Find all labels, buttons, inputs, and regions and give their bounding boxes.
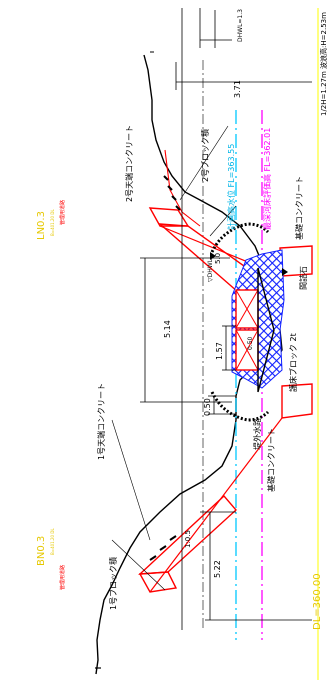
right-stone-label: 間詰石 — [298, 266, 308, 290]
right-revetment-label: 護床ブロック 2t — [288, 333, 298, 392]
left-base-concrete — [281, 383, 313, 419]
bed-triangle — [282, 268, 288, 276]
dhwl-label: DHWL=1.3 — [237, 9, 244, 42]
right-block-label: 2号ブロック積 — [200, 129, 210, 182]
leader-right-block — [209, 205, 237, 237]
dim-371 — [175, 62, 312, 90]
dim-500-label: 5.0 — [214, 253, 222, 264]
dim-514-label: 5.14 — [163, 320, 172, 338]
left-top-concrete-label: 1号天端コンクリート — [96, 383, 106, 460]
block-face-ticks-top — [163, 175, 181, 211]
left-block-label: 1号ブロック積 — [108, 557, 118, 610]
right-slope-line — [164, 149, 201, 227]
right-top-concrete-label: 2号天端コンクリート — [124, 125, 134, 202]
dim-157 — [222, 325, 236, 371]
dim-522 — [200, 511, 312, 621]
dim-522-label: 5.22 — [213, 560, 222, 578]
leader-left-top — [111, 419, 151, 541]
design-flood-label: 計画高水位 FL=363.55 — [226, 144, 236, 230]
leader-left-block — [111, 539, 166, 591]
left-wall-face — [149, 417, 283, 593]
left-base-label: 基礎コンクリート — [266, 428, 276, 492]
dim-top — [181, 8, 232, 630]
right-base-label: 基礎コンクリート — [294, 176, 304, 240]
dim-371-label: 3.71 — [233, 80, 242, 98]
dhwl-triangle — [210, 252, 216, 260]
datum-label: DL=360.00 — [312, 573, 323, 630]
left-drain-label: 堤外水路 — [252, 418, 262, 450]
left-slope-label: 1:0.5 — [184, 530, 192, 548]
dim-514 — [140, 257, 232, 403]
stone-fill-top — [210, 222, 270, 253]
dhwl-symbol: ▽DHWL — [207, 258, 214, 282]
left-block-wall — [138, 494, 237, 575]
leader-right-top — [179, 125, 229, 201]
dim-157-label: 1.57 — [215, 342, 224, 360]
lowest-bed-label: 最深河床評価高 FL=362.01 — [262, 128, 272, 230]
left-crest-note: 管理用道路 — [59, 565, 66, 590]
dim-050 — [208, 395, 236, 415]
title-vertical: 1/2H=1.27m 波浪高:H=2.53m — [319, 12, 328, 116]
dim-050b-label: 0.50 — [247, 336, 254, 350]
stone-fill-bottom — [210, 391, 270, 422]
left-station-sub: B=401.20 DL — [50, 528, 55, 555]
block-face-ticks-bottom — [149, 535, 177, 561]
right-crest-note: 管理用道路 — [59, 200, 66, 225]
right-station-label: LN0.3 — [36, 211, 47, 240]
revetment-bed-line — [257, 267, 275, 393]
right-station-sub: B=401.20 DL — [50, 209, 55, 236]
dim-050-label: 0.50 — [203, 398, 212, 416]
left-station-label: BN0.3 — [36, 536, 47, 566]
